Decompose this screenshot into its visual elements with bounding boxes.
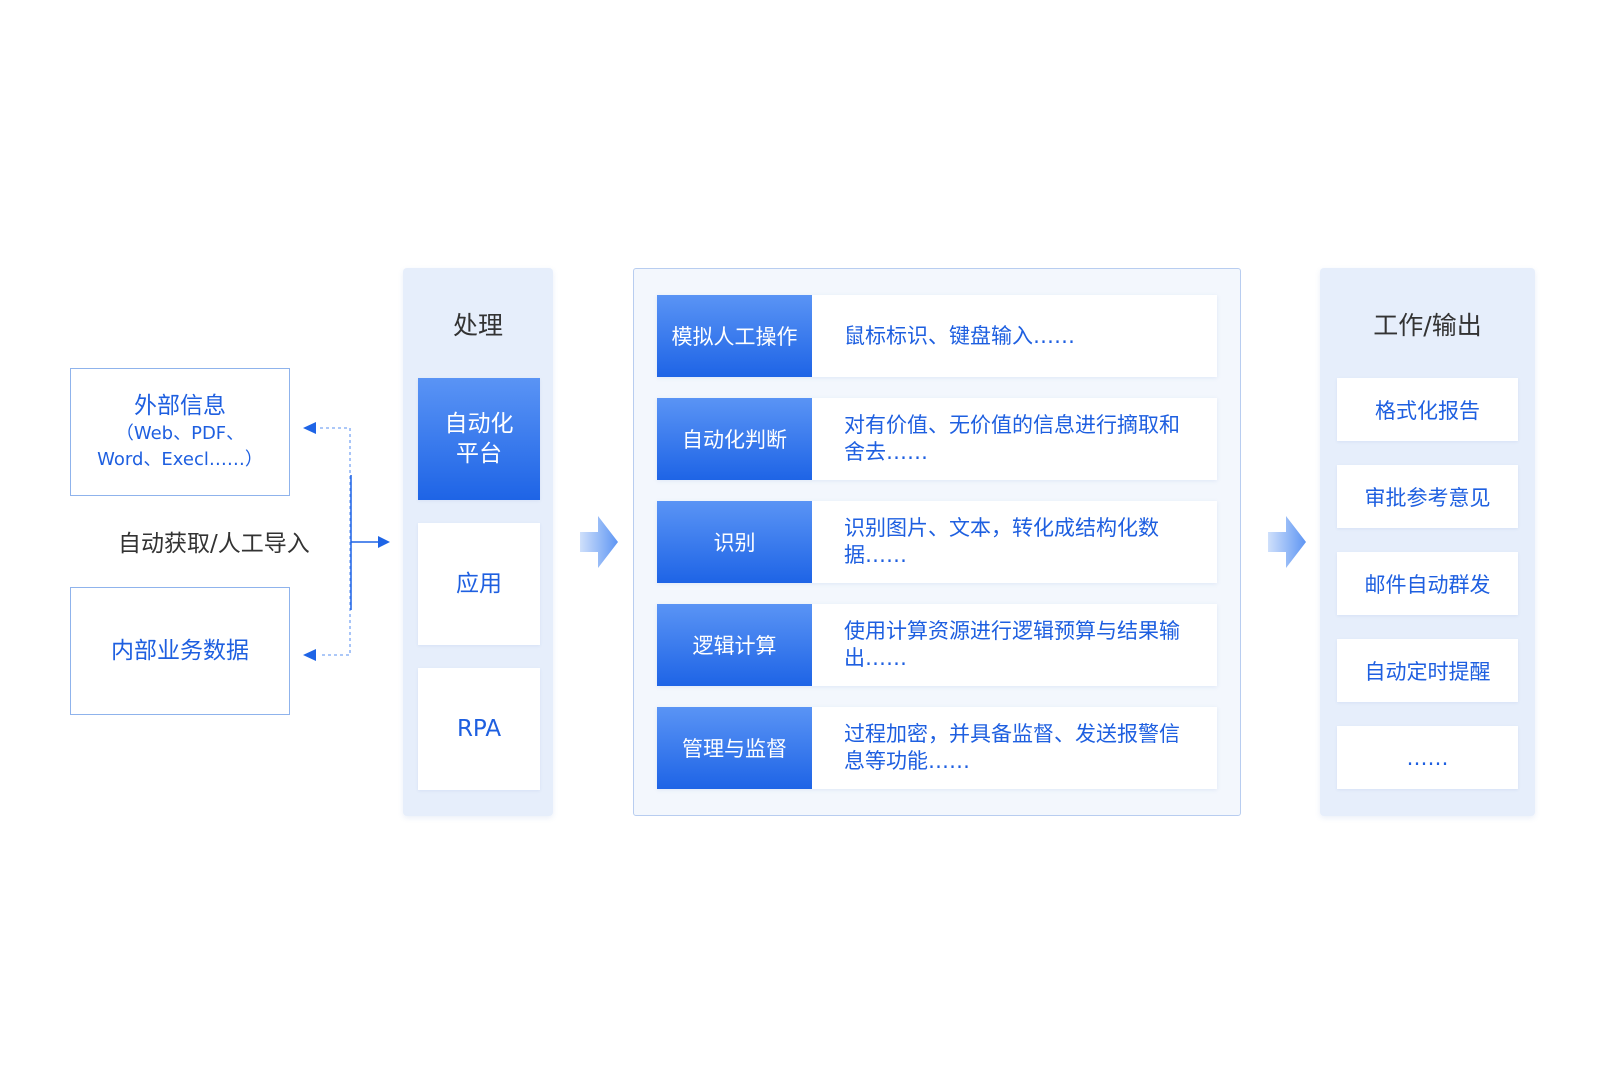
processing-item-automation-platform: 自动化 平台 <box>418 378 540 500</box>
capability-name: 逻辑计算 <box>657 604 812 686</box>
arrow-to-internal-icon <box>303 649 316 661</box>
processing-item-label-line1: 自动化 <box>444 411 514 437</box>
output-item: …… <box>1337 726 1518 789</box>
output-title: 工作/输出 <box>1373 311 1482 340</box>
source-external-detail-2: Word、Execl……） <box>97 449 263 470</box>
processing-item-rpa: RPA <box>418 668 540 790</box>
capability-name: 模拟人工操作 <box>657 295 812 377</box>
output-item: 审批参考意见 <box>1337 465 1518 528</box>
source-external-detail-1: （Web、PDF、 <box>115 423 245 444</box>
source-dashed-bracket <box>320 427 351 656</box>
capability-desc: 使用计算资源进行逻辑预算与结果输出…… <box>844 619 1180 670</box>
connector-label: 自动获取/人工导入 <box>118 531 310 557</box>
capability-desc: 鼠标标识、键盘输入…… <box>844 323 1075 348</box>
arrow-to-process-icon <box>378 536 390 548</box>
processing-item-label: RPA <box>456 716 502 742</box>
processing-title: 处理 <box>452 311 503 340</box>
source-external-info: 外部信息 （Web、PDF、 Word、Execl……） <box>70 368 290 496</box>
capability-desc: 过程加密，并具备监督、发送报警信息等功能…… <box>844 722 1180 773</box>
capability-row: 识别 识别图片、文本，转化成结构化数据…… <box>657 501 1217 583</box>
output-item: 格式化报告 <box>1337 378 1518 441</box>
capability-name: 自动化判断 <box>657 398 812 480</box>
capability-row: 逻辑计算 使用计算资源进行逻辑预算与结果输出…… <box>657 604 1217 686</box>
capability-desc: 识别图片、文本，转化成结构化数据…… <box>844 516 1159 567</box>
output-item: 自动定时提醒 <box>1337 639 1518 702</box>
output-panel: 工作/输出 格式化报告 审批参考意见 邮件自动群发 自动定时提醒 …… <box>1320 268 1535 816</box>
processing-panel: 处理 自动化 平台 应用 RPA <box>403 268 553 816</box>
processing-item-application: 应用 <box>418 523 540 645</box>
source-internal-title: 内部业务数据 <box>111 638 249 664</box>
arrow-process-to-capabilities-icon <box>580 516 618 568</box>
capability-row: 模拟人工操作 鼠标标识、键盘输入…… <box>657 295 1217 377</box>
capability-desc: 对有价值、无价值的信息进行摘取和舍去…… <box>844 413 1180 464</box>
source-external-title: 外部信息 <box>134 393 226 419</box>
capability-name: 管理与监督 <box>657 707 812 789</box>
arrow-capabilities-to-output-icon <box>1268 516 1306 568</box>
source-internal-data: 内部业务数据 <box>70 587 290 715</box>
processing-item-label-line2: 平台 <box>456 441 502 467</box>
output-item: 邮件自动群发 <box>1337 552 1518 615</box>
capability-row: 管理与监督 过程加密，并具备监督、发送报警信息等功能…… <box>657 707 1217 789</box>
capabilities-panel: 模拟人工操作 鼠标标识、键盘输入…… 自动化判断 对有价值、无价值的信息进行摘取… <box>633 268 1241 816</box>
arrow-to-external-icon <box>303 422 316 434</box>
processing-item-label: 应用 <box>456 571 502 597</box>
capability-row: 自动化判断 对有价值、无价值的信息进行摘取和舍去…… <box>657 398 1217 480</box>
capability-name: 识别 <box>657 501 812 583</box>
